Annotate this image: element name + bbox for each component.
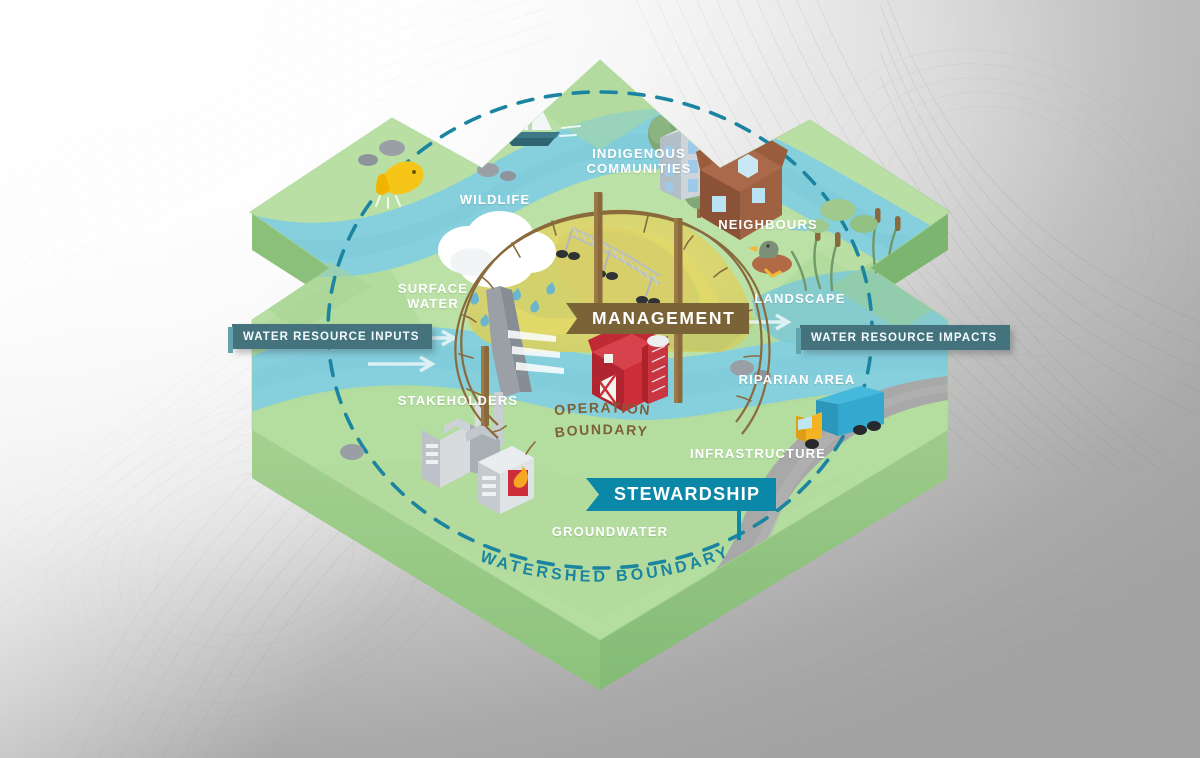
duck-icon xyxy=(748,240,792,278)
island-outline xyxy=(248,59,952,641)
truck-icon xyxy=(796,386,884,449)
raindrop-icon xyxy=(470,282,555,333)
banner-stewardship[interactable]: STEWARDSHIP xyxy=(586,478,777,511)
factory-icon xyxy=(422,392,534,514)
barn-silo-icon xyxy=(588,320,670,412)
chip-water-resource-inputs[interactable]: WATER RESOURCE INPUTS xyxy=(227,324,433,353)
chip-water-resource-impacts[interactable]: WATER RESOURCE IMPACTS xyxy=(795,325,1011,354)
banner-management[interactable]: MANAGEMENT xyxy=(566,303,750,334)
jumping-fish-icon xyxy=(375,161,424,209)
house-icon xyxy=(696,124,788,240)
operation-boundary-fence xyxy=(454,192,771,455)
dam-weir-icon xyxy=(486,286,564,398)
island-slab-sides xyxy=(252,212,948,690)
lilypad-icon xyxy=(807,199,878,233)
